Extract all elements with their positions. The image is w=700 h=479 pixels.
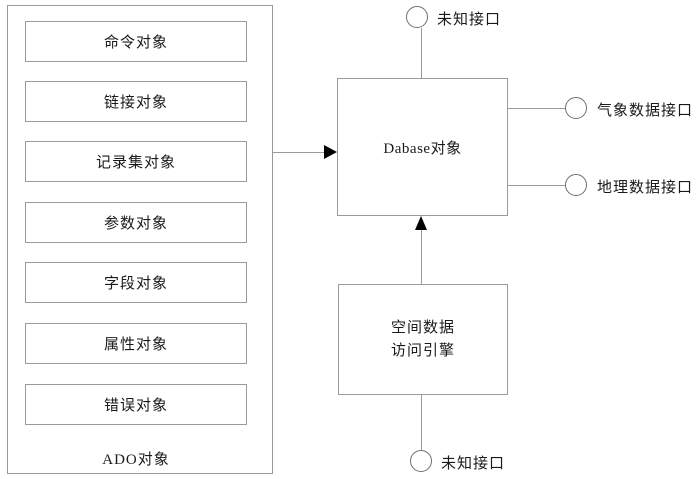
- spatial-data-engine-box[interactable]: 空间数据 访问引擎: [338, 284, 508, 395]
- database-object-box[interactable]: Dabase对象: [337, 78, 508, 216]
- engine-label-line2: 访问引擎: [390, 342, 455, 359]
- engine-label-line1: 空间数据: [390, 319, 455, 336]
- top-interface-label: 未知接口: [437, 12, 502, 28]
- geo-interface-lollipop-icon[interactable]: [565, 174, 587, 196]
- connector-engine-to-database: [421, 230, 422, 284]
- connector-ado-to-database: [273, 152, 325, 153]
- connector-engine-to-bottom-interface: [421, 395, 422, 450]
- weather-interface-label: 气象数据接口: [597, 103, 694, 119]
- arrow-engine-to-database: [415, 216, 427, 230]
- connector-database-to-top-interface: [421, 28, 422, 78]
- ado-item-label: 属性对象: [103, 337, 168, 353]
- ado-item-label: 链接对象: [103, 95, 168, 111]
- ado-item-command[interactable]: 命令对象: [25, 21, 247, 62]
- ado-item-label: 字段对象: [103, 276, 168, 292]
- ado-item-parameter[interactable]: 参数对象: [25, 202, 247, 243]
- connector-database-to-geo-interface: [508, 185, 566, 186]
- bottom-interface-lollipop-icon[interactable]: [410, 450, 432, 472]
- ado-item-property[interactable]: 属性对象: [25, 323, 247, 364]
- geo-interface-label: 地理数据接口: [597, 180, 694, 196]
- ado-item-connection[interactable]: 链接对象: [25, 81, 247, 122]
- bottom-interface-label: 未知接口: [441, 456, 506, 472]
- weather-interface-lollipop-icon[interactable]: [565, 97, 587, 119]
- top-interface-lollipop-icon[interactable]: [406, 6, 428, 28]
- ado-item-label: 记录集对象: [95, 155, 176, 171]
- connector-database-to-weather-interface: [508, 108, 566, 109]
- ado-item-error[interactable]: 错误对象: [25, 384, 247, 425]
- arrow-ado-to-database: [324, 145, 337, 159]
- database-object-label: Dabase对象: [383, 140, 462, 157]
- ado-item-label: 命令对象: [103, 35, 168, 51]
- ado-item-field[interactable]: 字段对象: [25, 262, 247, 303]
- ado-panel-label: ADO对象: [102, 452, 170, 468]
- ado-item-label: 参数对象: [103, 216, 168, 232]
- ado-item-label: 错误对象: [103, 398, 168, 414]
- ado-item-recordset[interactable]: 记录集对象: [25, 141, 247, 182]
